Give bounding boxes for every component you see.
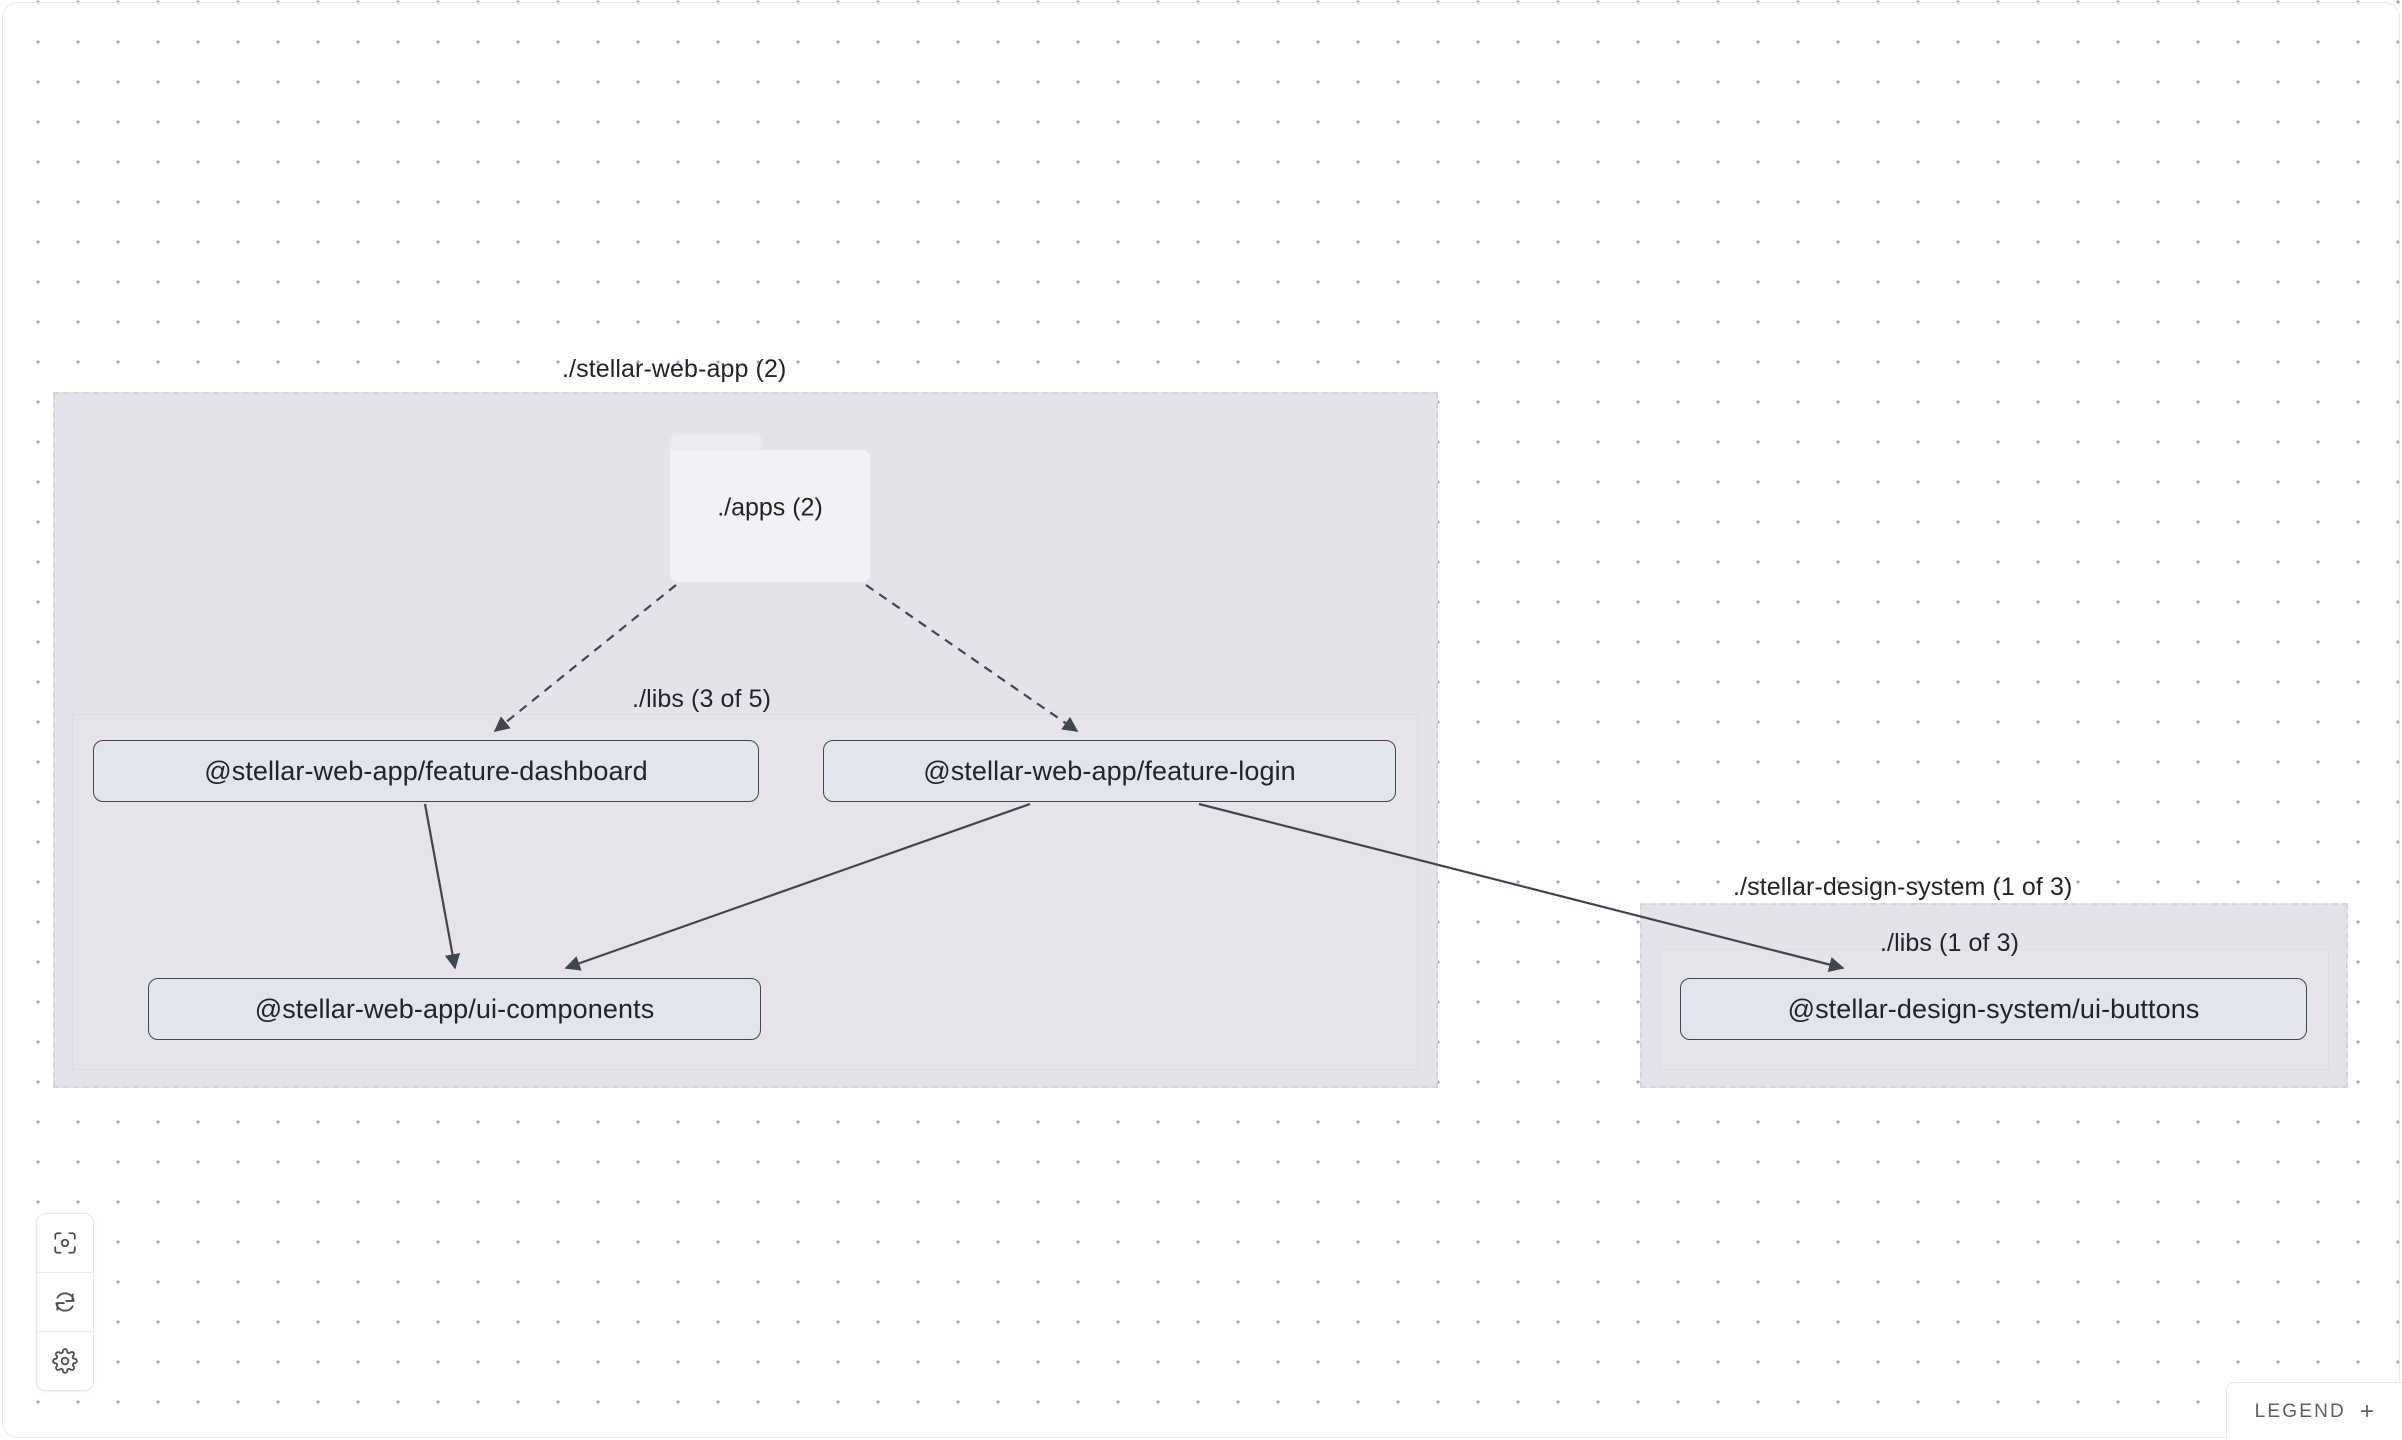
group-label-stellar-web-app-libs: ./libs (3 of 5) (632, 685, 772, 713)
node-ui-buttons[interactable]: @stellar-design-system/ui-buttons (1680, 978, 2307, 1040)
focus-target-icon (52, 1230, 78, 1256)
folder-label-apps: ./apps (2) (717, 493, 823, 522)
group-label-stellar-design-system-libs: ./libs (1 of 3) (1880, 929, 2020, 957)
refresh-icon (52, 1289, 78, 1315)
node-feature-login[interactable]: @stellar-web-app/feature-login (823, 740, 1396, 802)
gear-icon (52, 1348, 78, 1374)
group-label-stellar-design-system: ./stellar-design-system (1 of 3) (1733, 873, 2073, 901)
legend-toggle[interactable]: LEGEND + (2225, 1382, 2402, 1440)
canvas-toolbar[interactable] (36, 1213, 94, 1391)
legend-expand-icon: + (2359, 1397, 2374, 1425)
group-label-stellar-web-app: ./stellar-web-app (2) (562, 355, 787, 383)
graph-settings-button[interactable] (37, 1332, 93, 1390)
node-ui-components[interactable]: @stellar-web-app/ui-components (148, 978, 761, 1040)
folder-body (670, 450, 870, 582)
node-feature-dashboard[interactable]: @stellar-web-app/feature-dashboard (93, 740, 759, 802)
folder-node-apps[interactable]: ./apps (2) (670, 434, 870, 582)
focus-graph-button[interactable] (37, 1214, 93, 1273)
legend-label: LEGEND (2254, 1400, 2346, 1422)
refresh-graph-button[interactable] (37, 1273, 93, 1332)
